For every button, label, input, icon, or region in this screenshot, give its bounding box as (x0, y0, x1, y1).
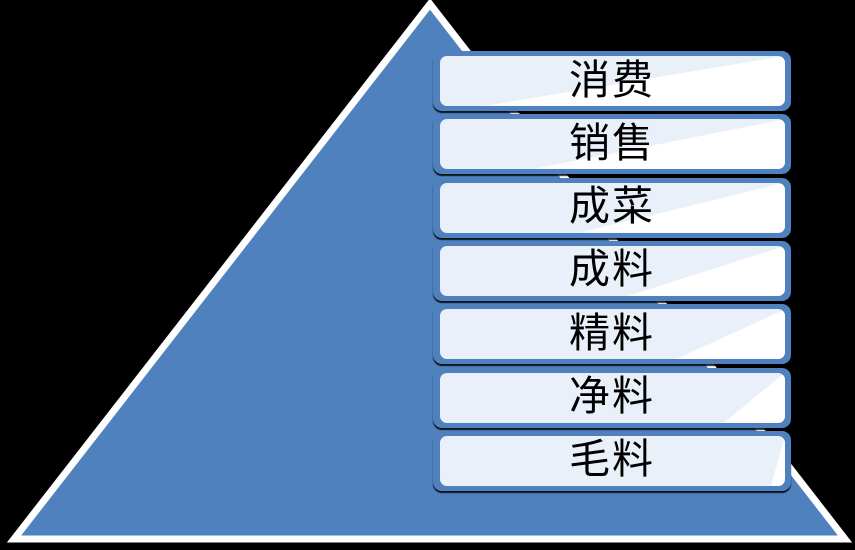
pyramid-level-3-label: 成菜 (569, 183, 655, 230)
pyramid-level-1-label: 消费 (569, 56, 655, 103)
pyramid-level-5-label: 精料 (569, 309, 655, 356)
pyramid-level-2-label: 销售 (569, 119, 655, 166)
pyramid-level-3[interactable]: 成菜 (433, 177, 791, 238)
pyramid-level-6[interactable]: 净料 (433, 367, 791, 428)
pyramid-level-7[interactable]: 毛料 (433, 430, 791, 491)
pyramid-level-5[interactable]: 精料 (433, 304, 791, 365)
pyramid-level-4[interactable]: 成料 (433, 240, 791, 301)
pyramid-level-2-surface (440, 119, 785, 170)
pyramid-level-5-surface (440, 309, 785, 360)
pyramid-level-list: 消费 销售 成菜 成料 精料 (433, 51, 791, 491)
pyramid-level-1[interactable]: 消费 (433, 51, 791, 111)
pyramid-level-6-surface (440, 372, 785, 423)
pyramid-level-4-surface (440, 245, 785, 296)
pyramid-level-6-label: 净料 (569, 373, 655, 420)
pyramid-level-1-surface (440, 56, 785, 106)
pyramid-level-2[interactable]: 销售 (433, 114, 791, 175)
pyramid-level-7-surface (440, 435, 785, 486)
pyramid-level-3-surface (440, 182, 785, 233)
pyramid-level-4-label: 成料 (569, 246, 655, 293)
pyramid-level-7-label: 毛料 (569, 436, 655, 483)
